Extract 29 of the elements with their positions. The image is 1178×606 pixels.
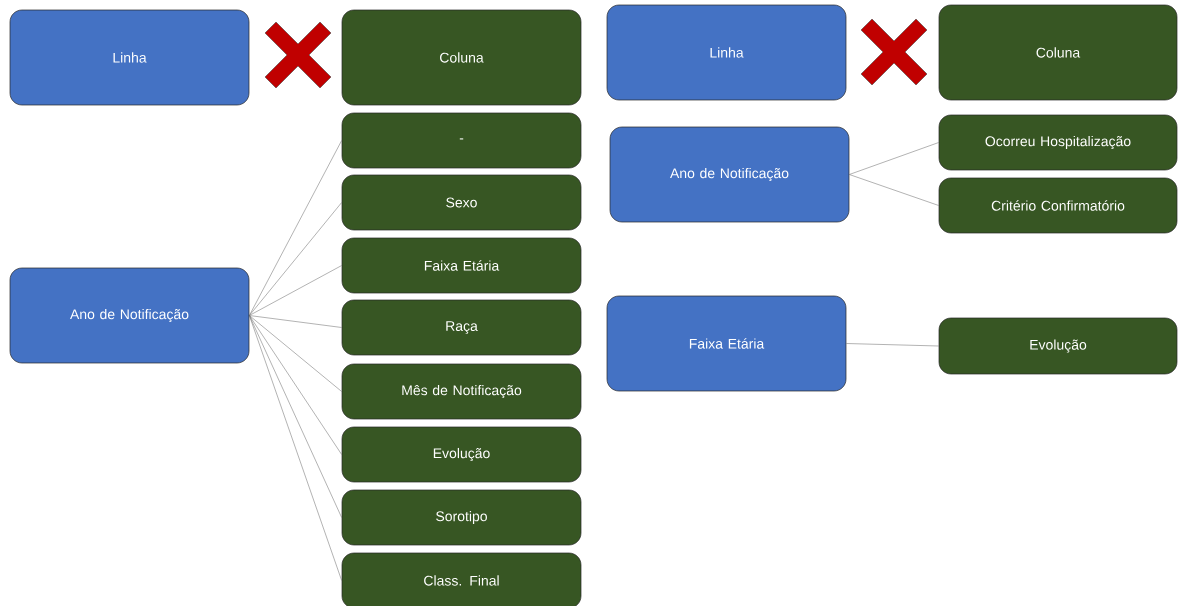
column-box: Mês de Notificação <box>341 363 582 420</box>
connector-line <box>249 315 342 581</box>
row-box: Faixa Etária <box>606 295 847 392</box>
connector-line <box>846 343 939 347</box>
column-box: Raça <box>341 299 582 356</box>
connector-line <box>849 142 939 175</box>
column-box: Evolução <box>341 426 582 483</box>
column-box: Evolução <box>938 317 1178 375</box>
column-box: Faixa Etária <box>341 237 582 294</box>
row-box: Linha <box>606 4 847 101</box>
row-box: Ano de Notificação <box>9 267 250 364</box>
row-box: Linha <box>9 9 250 106</box>
row-box: Ano de Notificação <box>609 126 850 223</box>
column-box: Coluna <box>341 9 582 106</box>
connector-line <box>249 265 342 316</box>
connector-line <box>249 202 342 316</box>
column-box: Sexo <box>341 174 582 231</box>
connector-line <box>249 315 342 518</box>
connector-line <box>849 174 939 206</box>
connector-line <box>249 315 342 455</box>
connector-line <box>249 315 342 328</box>
connector-line <box>249 315 342 392</box>
column-box: Critério Confirmatório <box>938 177 1178 234</box>
connector-line <box>249 140 342 316</box>
column-box: - <box>341 112 582 169</box>
column-box: Sorotipo <box>341 489 582 546</box>
column-box: Class. Final <box>341 552 582 606</box>
column-box: Ocorreu Hospitalização <box>938 114 1178 171</box>
column-box: Coluna <box>938 4 1178 101</box>
